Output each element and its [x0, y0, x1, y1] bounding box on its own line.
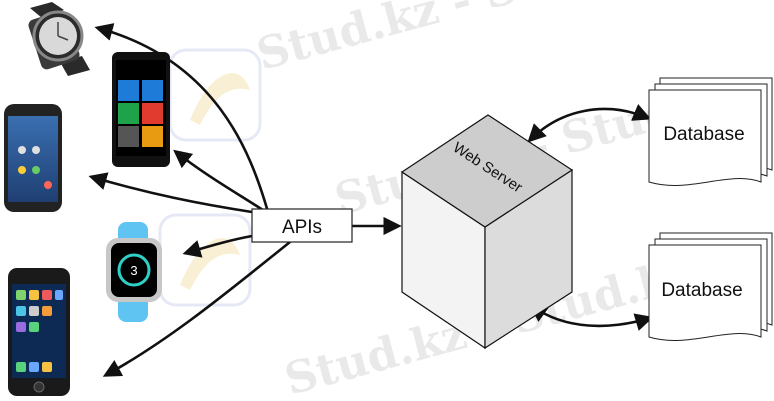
apple-watch-icon: 3 — [106, 222, 162, 322]
apis-label: APIs — [282, 217, 322, 238]
windows-phone-icon — [112, 52, 170, 167]
arrow-server-db-bottom — [529, 303, 654, 331]
apis-box: APIs — [251, 208, 353, 243]
arrow-to-windows-phone — [173, 149, 267, 214]
iphone-icon — [8, 268, 70, 396]
smartwatch-icon — [28, 2, 90, 76]
database-icon — [648, 77, 773, 186]
database-label: Database — [663, 124, 744, 145]
server-cube-icon: Web Server — [400, 114, 574, 350]
arrow-to-apple-watch — [182, 234, 253, 258]
arrow-to-android-phone — [88, 172, 253, 214]
arrow-to-iphone — [102, 240, 291, 377]
database-label: Database — [661, 280, 742, 301]
database-bottom: Database — [648, 232, 773, 341]
android-phone-icon — [4, 104, 62, 212]
arrow-to-smartwatch — [94, 23, 270, 213]
arrow-server-db-top — [527, 103, 652, 143]
apple-watch-number: 3 — [130, 263, 137, 278]
api-arrows — [88, 23, 654, 377]
database-icon — [648, 232, 773, 341]
watermark-text: Stud.kz - Stud.kz — [252, 0, 671, 81]
database-top: Database — [648, 77, 773, 186]
